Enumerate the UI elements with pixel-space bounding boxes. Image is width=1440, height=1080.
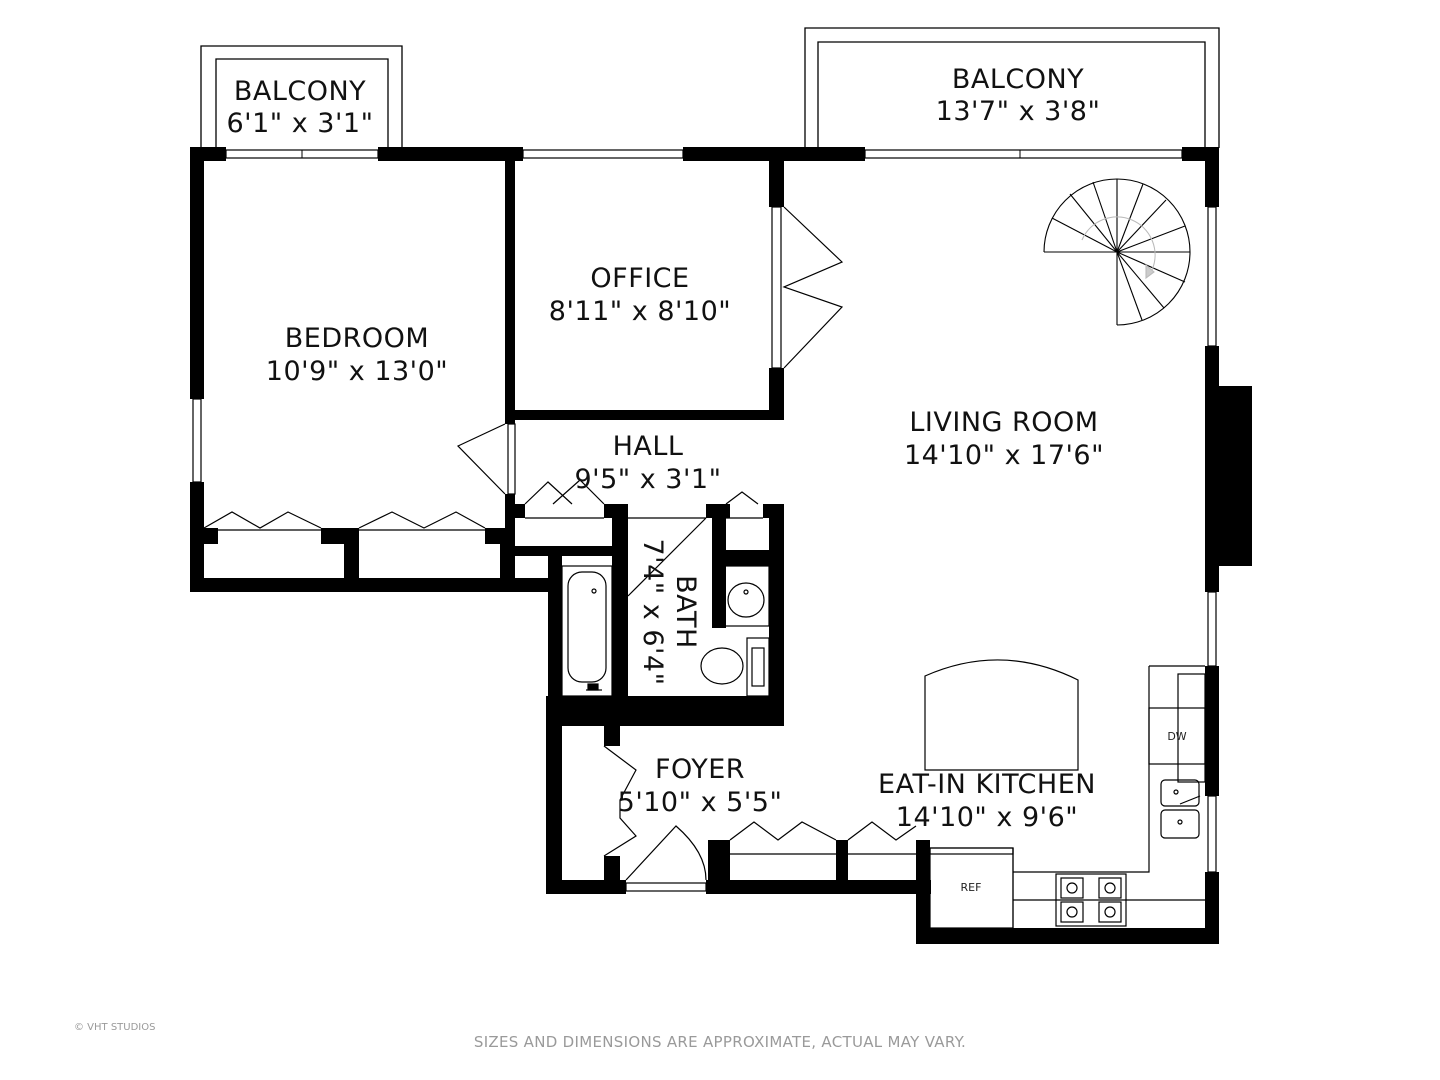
bedroom-size: 10'9" x 13'0": [266, 356, 448, 387]
refrigerator-label: REF: [961, 881, 982, 894]
balcony-right-size: 13'7" x 3'8": [936, 96, 1101, 127]
kitchen-size: 14'10" x 9'6": [896, 802, 1078, 833]
bedroom-name: BEDROOM: [285, 323, 429, 354]
spiral-staircase: [1043, 178, 1191, 326]
living-room-name: LIVING ROOM: [909, 407, 1098, 438]
bath-fixtures: [561, 565, 770, 697]
foyer-name: FOYER: [655, 754, 745, 785]
balcony-right-name: BALCONY: [952, 64, 1084, 95]
bath-size: 7'4" x 6'4": [637, 538, 668, 685]
windows: [192, 149, 1217, 892]
doors: [203, 206, 917, 881]
disclaimer-text: SIZES AND DIMENSIONS ARE APPROXIMATE, AC…: [474, 1033, 966, 1051]
walls: [190, 147, 1252, 944]
hall-size: 9'5" x 3'1": [574, 464, 721, 495]
copyright-text: © VHT STUDIOS: [74, 1022, 155, 1033]
balcony-left-size: 6'1" x 3'1": [226, 108, 373, 139]
hall-name: HALL: [613, 431, 684, 462]
living-room-size: 14'10" x 17'6": [904, 440, 1104, 471]
dishwasher-label: DW: [1167, 730, 1186, 743]
balcony-right-outline: [804, 27, 1220, 148]
foyer-size: 5'10" x 5'5": [618, 787, 783, 818]
office-name: OFFICE: [590, 263, 689, 294]
kitchen-fixtures: [924, 659, 1206, 929]
office-size: 8'11" x 8'10": [549, 296, 731, 327]
bath-name: BATH: [670, 575, 701, 649]
balcony-left-name: BALCONY: [234, 76, 366, 107]
balcony-left-outline: [200, 45, 403, 148]
room-labels: BALCONY 6'1" x 3'1" BALCONY 13'7" x 3'8"…: [226, 64, 1186, 894]
kitchen-name: EAT-IN KITCHEN: [878, 769, 1096, 800]
